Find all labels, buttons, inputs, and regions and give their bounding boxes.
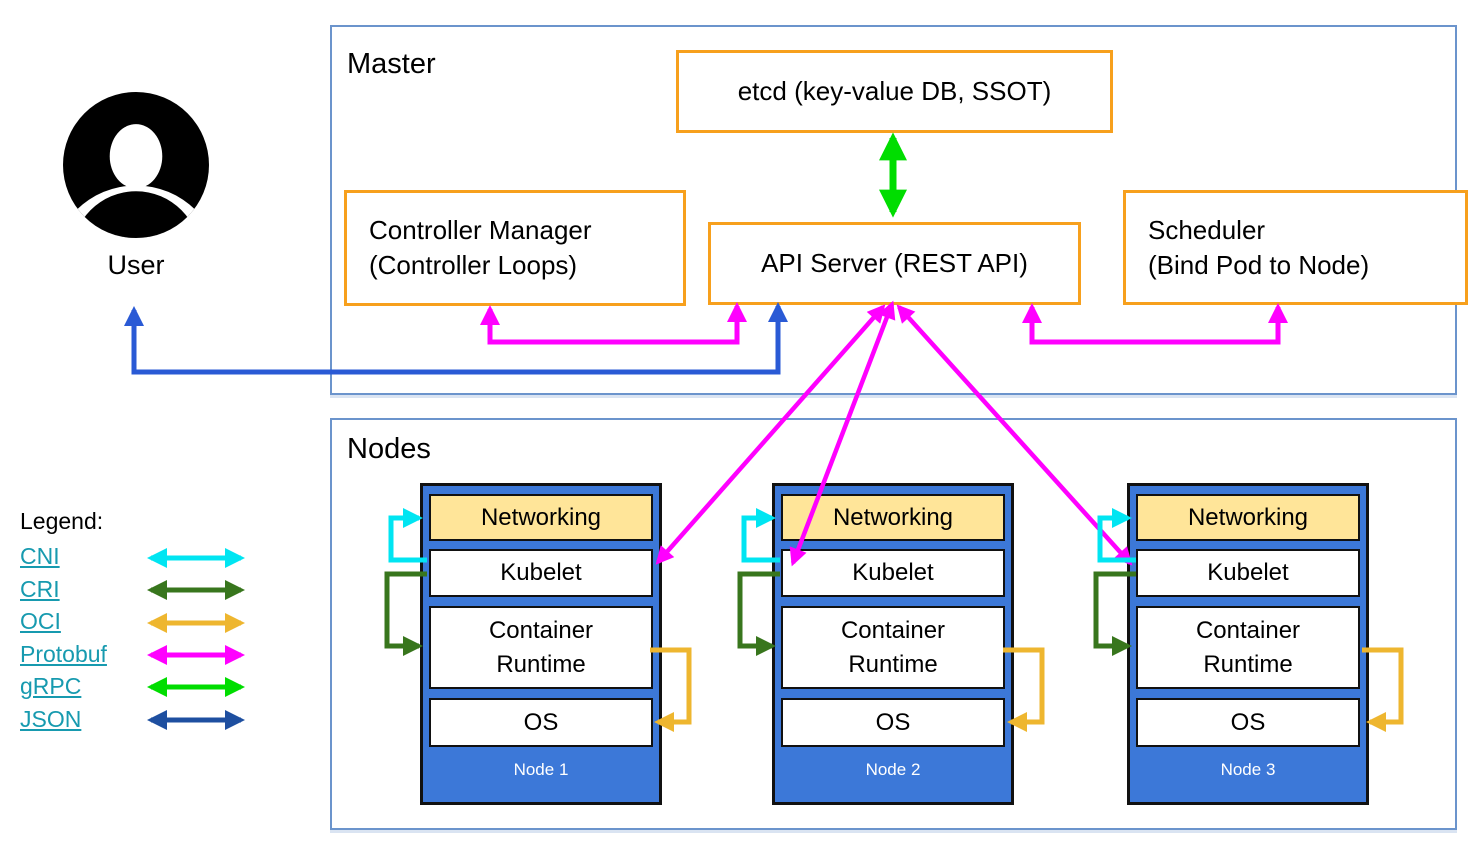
node-1-container-runtime-box: Container Runtime xyxy=(429,606,653,689)
legend-link-cni[interactable]: CNI xyxy=(20,543,60,569)
node-3: Networking Kubelet Container Runtime OS … xyxy=(1127,483,1369,805)
etcd-box: etcd (key-value DB, SSOT) xyxy=(676,50,1113,133)
legend-link-json[interactable]: JSON xyxy=(20,706,82,732)
node-2-name: Node 2 xyxy=(865,760,921,779)
legend-link-oci[interactable]: OCI xyxy=(20,608,61,634)
node-1-networking-box: Networking xyxy=(429,494,653,541)
node-3-container-runtime-box: Container Runtime xyxy=(1136,606,1360,689)
node-2-os-box: OS xyxy=(781,698,1005,747)
user-icon xyxy=(63,92,209,238)
node-2-kubelet-box: Kubelet xyxy=(781,549,1005,597)
networking-label: Networking xyxy=(832,503,954,531)
nodes-section-title: Nodes xyxy=(347,433,431,465)
etcd-label: etcd (key-value DB, SSOT) xyxy=(737,76,1052,106)
controller-manager-label-line1: Controller Manager xyxy=(369,215,592,245)
api-server-label: API Server (REST API) xyxy=(761,248,1028,278)
kubelet-label: Kubelet xyxy=(852,559,934,586)
api-server-box: API Server (REST API) xyxy=(708,222,1081,305)
networking-label: Networking xyxy=(1187,503,1309,531)
legend-link-protobuf[interactable]: Protobuf xyxy=(20,641,107,667)
scheduler-label-line2: (Bind Pod to Node) xyxy=(1148,249,1370,280)
master-section-title: Master xyxy=(347,48,436,80)
node-3-os-box: OS xyxy=(1136,698,1360,747)
node-1-os-box: OS xyxy=(429,698,653,747)
user-label: User xyxy=(107,250,165,280)
node-2-networking-box: Networking xyxy=(781,494,1005,541)
controller-manager-label-line2: (Controller Loops) xyxy=(369,250,578,280)
container-runtime-label: Container Runtime xyxy=(1195,616,1301,678)
node-1-name: Node 1 xyxy=(513,760,569,779)
container-runtime-label: Container Runtime xyxy=(488,616,594,678)
node-2-container-runtime-box: Container Runtime xyxy=(781,606,1005,689)
kubelet-label: Kubelet xyxy=(500,559,582,586)
os-label: OS xyxy=(1230,708,1266,736)
os-label: OS xyxy=(523,708,559,736)
networking-label: Networking xyxy=(480,503,602,531)
node-1-kubelet-box: Kubelet xyxy=(429,549,653,597)
scheduler-box: Scheduler (Bind Pod to Node) xyxy=(1123,190,1468,305)
node-3-networking-box: Networking xyxy=(1136,494,1360,541)
legend-link-grpc[interactable]: gRPC xyxy=(20,673,82,699)
controller-manager-box: Controller Manager (Controller Loops) xyxy=(344,190,686,306)
legend-title: Legend: xyxy=(20,508,104,534)
node-3-name: Node 3 xyxy=(1220,760,1276,779)
node-1: Networking Kubelet Container Runtime OS … xyxy=(420,483,662,805)
legend-link-cri[interactable]: CRI xyxy=(20,576,60,602)
node-3-kubelet-box: Kubelet xyxy=(1136,549,1360,597)
os-label: OS xyxy=(875,708,911,736)
container-runtime-label: Container Runtime xyxy=(840,616,946,678)
kubelet-label: Kubelet xyxy=(1207,559,1289,586)
node-2: Networking Kubelet Container Runtime OS … xyxy=(772,483,1014,805)
scheduler-label-line1: Scheduler xyxy=(1148,214,1266,245)
